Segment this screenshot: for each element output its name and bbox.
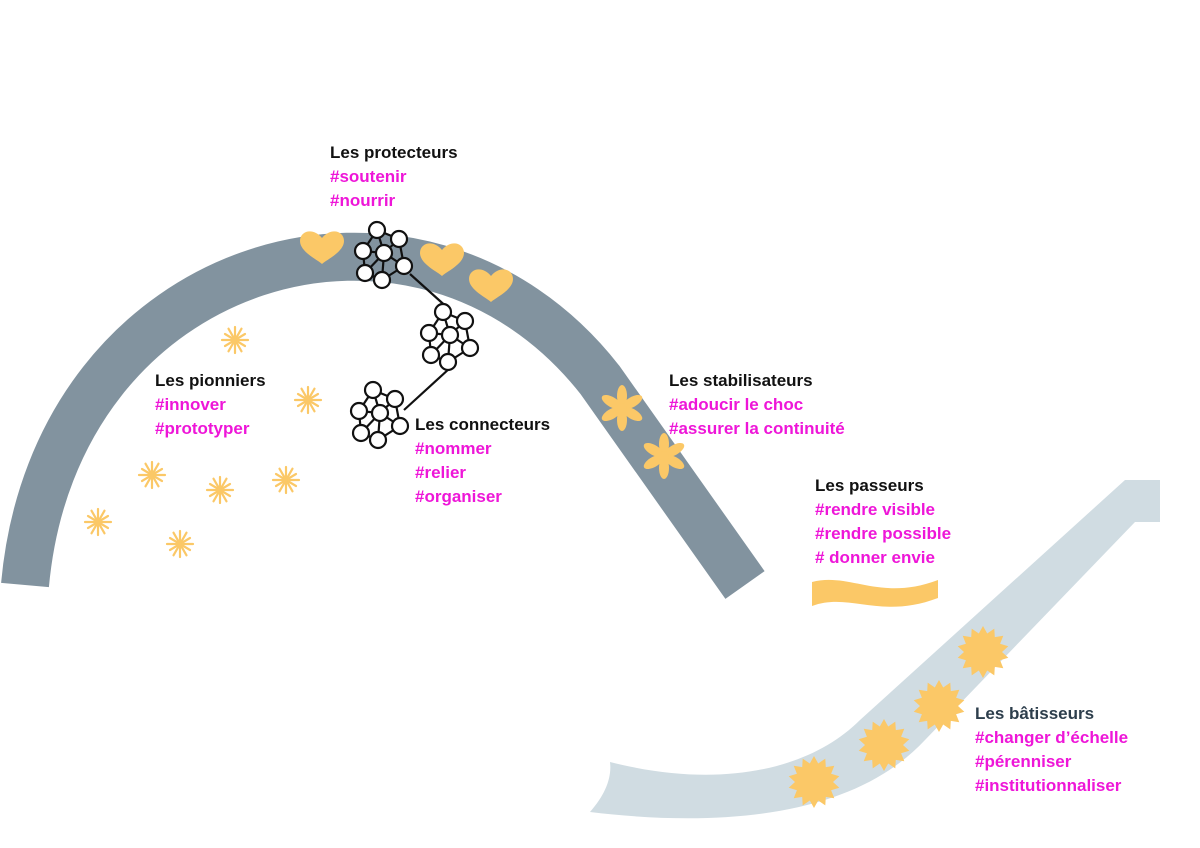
wave-ribbon-icon [812, 579, 938, 607]
group-title: Les connecteurs [415, 415, 551, 434]
sparkle-icon [205, 475, 235, 505]
group-protecteurs: Les protecteurs #soutenir #nourrir [330, 141, 458, 213]
group-title: Les pionniers [155, 371, 266, 390]
group-title: Les bâtisseurs [975, 704, 1095, 723]
group-connecteurs: Les connecteurs #nommer #relier #organis… [415, 413, 550, 509]
group-tag: #changer d’échelle [975, 728, 1129, 747]
group-title: Les stabilisateurs [669, 371, 813, 390]
group-tag: #rendre possible [815, 524, 952, 543]
sparkle-icon [271, 465, 301, 495]
sun-burst-icon [788, 756, 840, 808]
group-passeurs: Les passeurs #rendre visible #rendre pos… [815, 474, 951, 570]
sun-burst-icon [913, 680, 965, 732]
sun-burst-icon [957, 626, 1009, 678]
group-title: Les protecteurs [330, 143, 458, 162]
sparkle-icon [293, 385, 323, 415]
group-tag: #institutionnaliser [975, 776, 1122, 795]
group-tag: #adoucir le choc [669, 395, 804, 414]
group-batisseurs: Les bâtisseurs #changer d’échelle #péren… [975, 702, 1128, 798]
network-icon [349, 380, 410, 450]
group-tag: #innover [155, 395, 226, 414]
group-tag: #pérenniser [975, 752, 1072, 771]
sparkle-icon [165, 529, 195, 559]
group-tag: #soutenir [330, 167, 407, 186]
sparkle-icon [83, 507, 113, 537]
network-icon [419, 302, 480, 372]
group-tag: #nourrir [330, 191, 396, 210]
sun-burst-icon [858, 719, 910, 771]
group-tag: # donner envie [815, 548, 935, 567]
group-tag: #assurer la continuité [669, 419, 845, 438]
sun-burst-group [788, 626, 1009, 808]
group-title: Les passeurs [815, 476, 924, 495]
group-pionniers: Les pionniers #innover #prototyper [155, 369, 266, 441]
group-stabilisateurs: Les stabilisateurs #adoucir le choc #ass… [669, 369, 845, 441]
sparkle-icon [220, 325, 250, 355]
main-curve [1, 232, 765, 599]
group-tag: #prototyper [155, 419, 250, 438]
network-link [403, 367, 451, 411]
group-tag: #nommer [415, 439, 492, 458]
group-tag: #relier [415, 463, 467, 482]
group-tag: #organiser [415, 487, 502, 506]
sparkle-icon [137, 460, 167, 490]
group-tag: #rendre visible [815, 500, 936, 519]
